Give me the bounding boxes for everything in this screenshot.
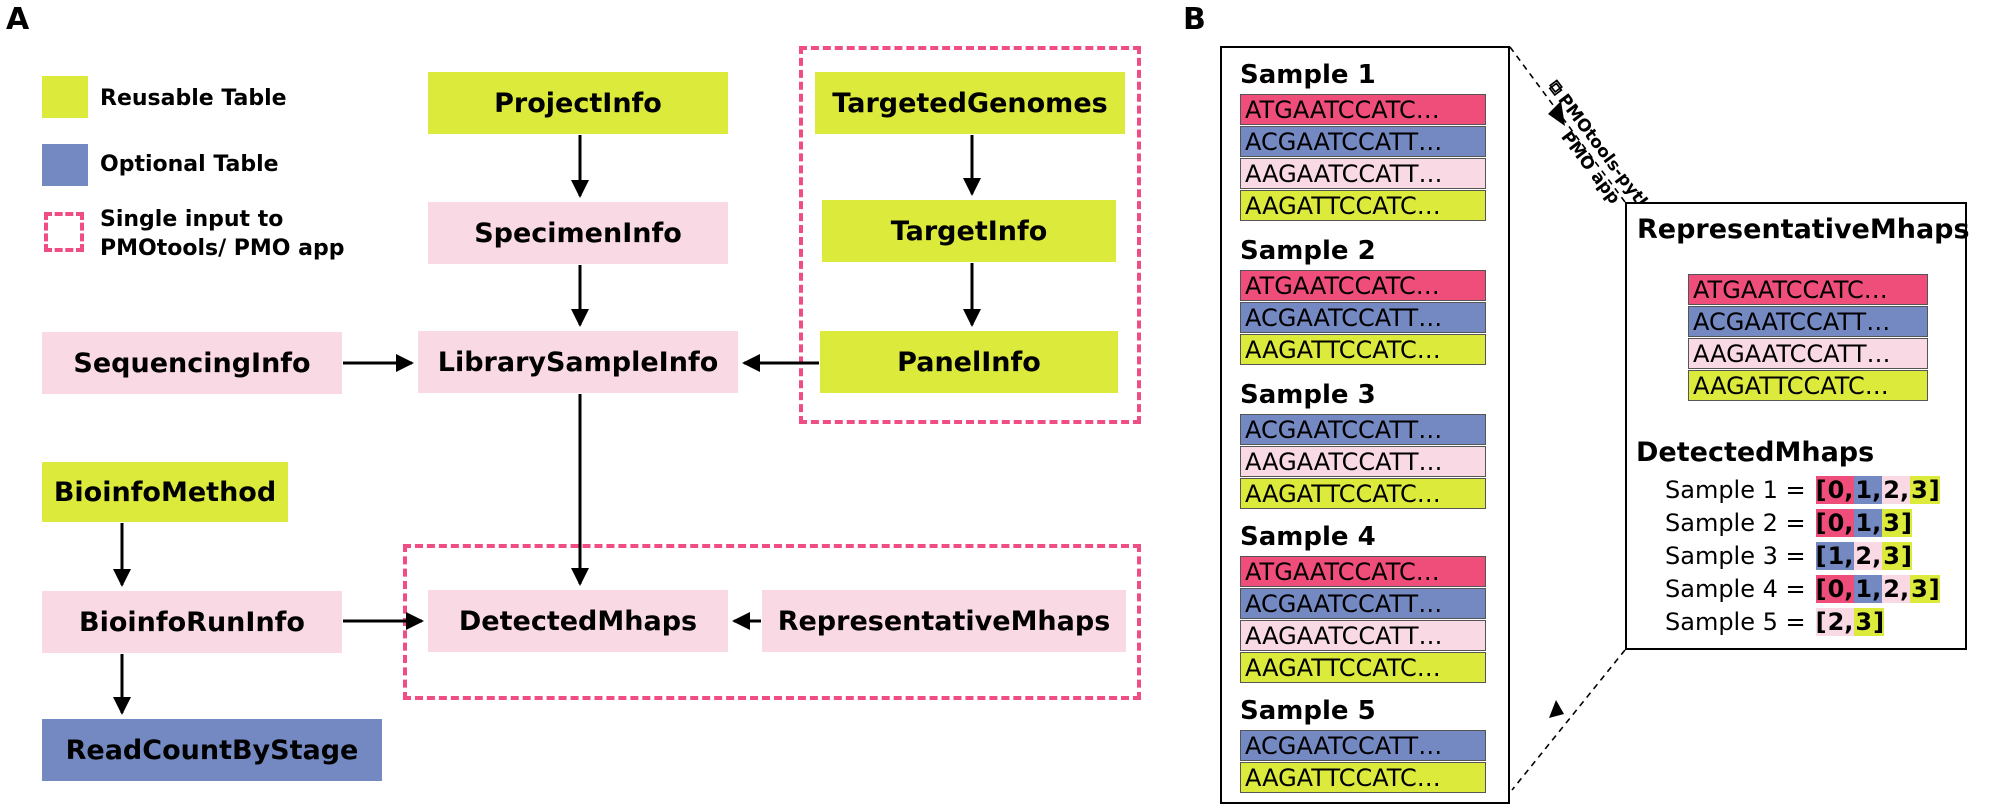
representative-mhaps-title: RepresentativeMhaps (1637, 214, 1970, 245)
detected-index: 3 (1882, 509, 1901, 537)
sequence-row: ACGAATCCATT… (1240, 414, 1486, 445)
detected-row: Sample 2 = [0,1,3] (1665, 509, 1912, 537)
detected-index: 3 (1910, 575, 1929, 603)
detected-index: 0, (1826, 575, 1855, 603)
detected-mhaps-title: DetectedMhaps (1636, 437, 1875, 468)
dashed-group-panel (799, 46, 1141, 424)
bracket-open: [ (1815, 476, 1827, 504)
detected-row-label: Sample 5 = (1665, 608, 1806, 636)
representative-sequence-row: AAGATTCCATC… (1688, 370, 1928, 401)
detected-index: 0, (1826, 476, 1855, 504)
sequence-row: AAGATTCCATC… (1240, 334, 1486, 365)
detected-index: 3 (1854, 608, 1874, 636)
sample-title: Sample 2 (1240, 236, 1376, 266)
sequence-row: ATGAATCCATC… (1240, 556, 1486, 587)
detected-index: 3 (1882, 542, 1901, 570)
detected-index: 2, (1882, 575, 1911, 603)
sequence-row: AAGAATCCATT… (1240, 158, 1486, 189)
node-detected-mhaps: DetectedMhaps (428, 590, 728, 652)
panel-label-b: B (1183, 2, 1206, 37)
legend-single-input-label: Single input to PMOtools/ PMO app (100, 207, 345, 261)
node-read-count-by-stage: ReadCountByStage (42, 719, 382, 781)
sequence-row: ATGAATCCATC… (1240, 270, 1486, 301)
node-target-info: TargetInfo (822, 200, 1116, 262)
dashed-arrowhead-down (1548, 101, 1565, 126)
legend-swatch-single-input (44, 212, 84, 252)
detected-row-label: Sample 2 = (1665, 509, 1806, 537)
bracket-close: ] (1928, 575, 1940, 603)
detected-index: 2, (1882, 476, 1911, 504)
bracket-open: [ (1815, 509, 1827, 537)
node-library-sample-info: LibrarySampleInfo (418, 331, 738, 393)
sample-title: Sample 5 (1240, 696, 1376, 726)
detected-row: Sample 4 = [0,1,2,3] (1665, 575, 1940, 603)
node-representative-mhaps: RepresentativeMhaps (762, 590, 1126, 652)
bracket-close: ] (1900, 509, 1912, 537)
sequence-row: ACGAATCCATT… (1240, 730, 1486, 761)
node-specimen-info: SpecimenInfo (428, 202, 728, 264)
detected-index: 1, (1854, 575, 1883, 603)
sequence-row: AAGAATCCATT… (1240, 446, 1486, 477)
detected-row-label: Sample 1 = (1665, 476, 1806, 504)
bracket-close: ] (1873, 608, 1885, 636)
node-sequencing-info: SequencingInfo (42, 332, 342, 394)
representative-sequence-row: ACGAATCCATT… (1688, 306, 1928, 337)
sequence-row: AAGATTCCATC… (1240, 478, 1486, 509)
detected-row: Sample 3 = [1,2,3] (1665, 542, 1912, 570)
bracket-open: [ (1815, 542, 1827, 570)
node-panel-info: PanelInfo (820, 331, 1118, 393)
sample-title: Sample 4 (1240, 522, 1376, 552)
sequence-row: AAGATTCCATC… (1240, 762, 1486, 793)
detected-index: 1, (1826, 542, 1855, 570)
legend-reusable-label: Reusable Table (100, 86, 287, 111)
sample-title: Sample 1 (1240, 60, 1376, 90)
node-project-info: ProjectInfo (428, 72, 728, 134)
dashed-arrowhead-up (1549, 700, 1564, 718)
detected-index: 2, (1854, 542, 1883, 570)
detected-index: 1, (1854, 476, 1883, 504)
detected-row-label: Sample 4 = (1665, 575, 1806, 603)
sequence-row: ACGAATCCATT… (1240, 302, 1486, 333)
sequence-row: ATGAATCCATC… (1240, 94, 1486, 125)
detected-index: 2, (1826, 608, 1855, 636)
detected-index: 3 (1910, 476, 1929, 504)
sequence-row: ACGAATCCATT… (1240, 126, 1486, 157)
legend-swatch-reusable (42, 76, 88, 118)
representative-sequence-row: AAGAATCCATT… (1688, 338, 1928, 369)
sequence-row: AAGAATCCATT… (1240, 620, 1486, 651)
node-bioinfo-method: BioinfoMethod (42, 462, 288, 522)
detected-row: Sample 1 = [0,1,2,3] (1665, 476, 1940, 504)
bracket-open: [ (1815, 608, 1827, 636)
detected-row: Sample 5 = [2,3] (1665, 608, 1885, 636)
detected-index: 1, (1854, 509, 1883, 537)
node-targeted-genomes: TargetedGenomes (815, 72, 1125, 134)
legend-swatch-optional (42, 144, 88, 186)
representative-sequence-row: ATGAATCCATC… (1688, 274, 1928, 305)
sequence-row: ACGAATCCATT… (1240, 588, 1486, 619)
node-bioinfo-run-info: BioinfoRunInfo (42, 591, 342, 653)
bracket-close: ] (1928, 476, 1940, 504)
sequence-row: AAGATTCCATC… (1240, 652, 1486, 683)
bracket-open: [ (1815, 575, 1827, 603)
legend-optional-label: Optional Table (100, 152, 279, 177)
panel-label-a: A (6, 2, 30, 37)
bracket-close: ] (1900, 542, 1912, 570)
sequence-row: AAGATTCCATC… (1240, 190, 1486, 221)
detected-row-label: Sample 3 = (1665, 542, 1806, 570)
sample-title: Sample 3 (1240, 380, 1376, 410)
detected-index: 0, (1826, 509, 1855, 537)
